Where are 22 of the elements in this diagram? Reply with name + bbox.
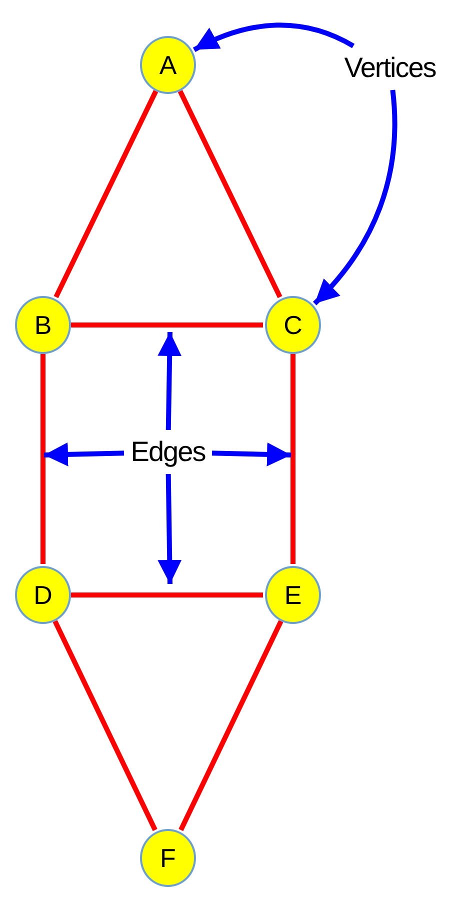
vertex-circle: C (265, 296, 321, 354)
graph-edge (290, 354, 296, 564)
graph-edge (54, 90, 158, 298)
arrow (158, 474, 182, 584)
graph-edge (71, 592, 263, 598)
annotation-text: Edges (128, 434, 208, 470)
graph-edge (40, 354, 46, 564)
vertex-circle: F (140, 829, 196, 887)
arrow (193, 22, 355, 52)
graph-edge (71, 322, 263, 328)
arrow (212, 442, 292, 466)
vertex-circle: B (15, 296, 71, 354)
graph-edge (52, 620, 158, 832)
vertex-circle: D (15, 566, 71, 624)
vertex-circle: E (265, 566, 321, 624)
graph-edge (178, 90, 282, 298)
arrow (158, 332, 182, 430)
annotation-text: Vertices (339, 50, 441, 86)
vertex-circle: A (140, 36, 196, 94)
graph-edge (178, 620, 284, 832)
arrow (44, 442, 124, 466)
arrow (312, 90, 398, 306)
